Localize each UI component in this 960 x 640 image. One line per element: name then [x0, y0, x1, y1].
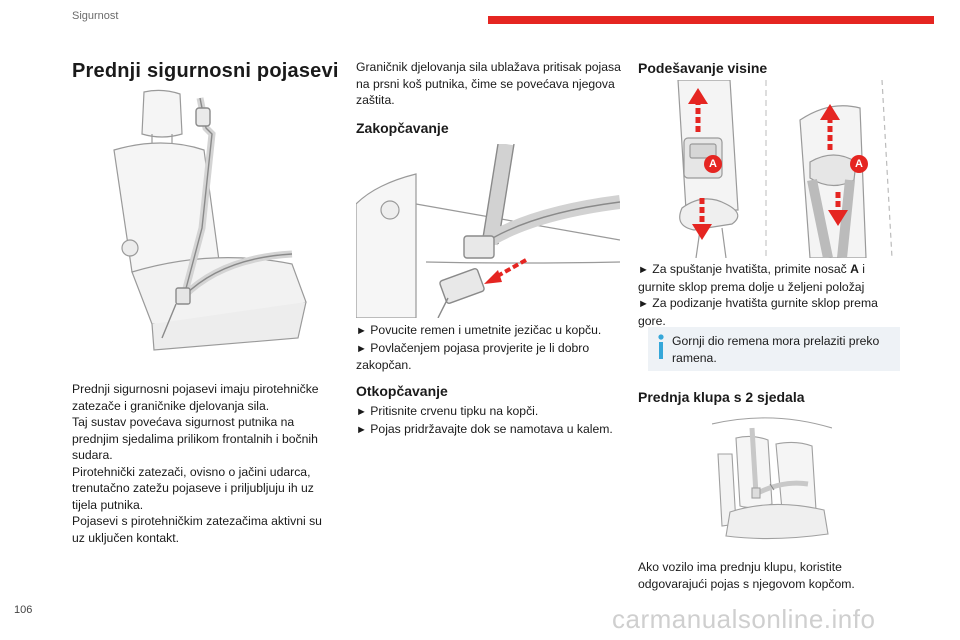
- heading-fastening: Zakopčavanje: [356, 120, 449, 136]
- fastening-step: ► Povlačenjem pojasa provjerite je li do…: [356, 340, 622, 374]
- col1-paragraph: Pirotehnički zatezači, ovisno o jačini u…: [72, 464, 314, 512]
- height-adjustment-illustration: [677, 80, 893, 258]
- step-text: Pojas pridržavajte dok se namotava u kal…: [370, 421, 613, 436]
- section-label: Sigurnost: [72, 10, 119, 22]
- step-arrow-icon: ►: [356, 406, 367, 418]
- info-icon: [658, 334, 664, 359]
- bench-body: Ako vozilo ima prednju klupu, koristite …: [638, 560, 855, 591]
- unfastening-step: ► Pojas pridržavajte dok se namotava u k…: [356, 421, 622, 439]
- marker-a-badge: A: [704, 155, 722, 173]
- heading-bench-seat: Prednja klupa s 2 sjedala: [638, 389, 805, 405]
- seat-belt-illustration: [113, 89, 307, 351]
- step-arrow-icon: ►: [356, 423, 367, 436]
- step-text: Pritisnite crvenu tipku na kopči.: [370, 404, 539, 418]
- marker-a-badge: A: [850, 155, 868, 173]
- height-step: ► Za podizanje hvatišta gurnite sklop pr…: [638, 295, 904, 329]
- info-text: Gornji dio remena mora prelaziti preko r…: [672, 334, 880, 365]
- page-number: 106: [14, 604, 33, 616]
- fastening-step: ► Povucite remen i umetnite jezičac u ko…: [356, 322, 622, 340]
- step-text: Za podizanje hvatišta gurnite sklop prem…: [638, 296, 878, 328]
- step-arrow-icon: ►: [638, 264, 649, 276]
- height-steps: ► Za spuštanje hvatišta, primite nosač A…: [638, 261, 904, 329]
- step-arrow-icon: ►: [356, 342, 367, 355]
- col1-paragraph: Taj sustav povećava sigurnost putnika na…: [72, 415, 318, 462]
- step-text-bold: A: [850, 262, 859, 276]
- page-title: Prednji sigurnosni pojasevi: [72, 60, 339, 82]
- col2-intro: Graničnik djelovanja sila ublažava priti…: [356, 60, 621, 107]
- fastening-steps: ► Povucite remen i umetnite jezičac u ko…: [356, 322, 622, 374]
- unfastening-steps: ► Pritisnite crvenu tipku na kopči. ► Po…: [356, 403, 622, 438]
- heading-height-adjustment: Podešavanje visine: [638, 60, 768, 76]
- step-text: i gurnite sklop prema dolje u željeni po…: [638, 262, 865, 294]
- step-text: Povucite remen i umetnite jezičac u kopč…: [370, 323, 602, 337]
- step-arrow-icon: ►: [356, 325, 367, 337]
- info-note: Gornji dio remena mora prelaziti preko r…: [648, 327, 900, 371]
- step-text: Povlačenjem pojasa provjerite je li dobr…: [356, 340, 590, 373]
- header-accent-bar: [488, 16, 934, 24]
- heading-unfastening: Otkopčavanje: [356, 383, 448, 399]
- step-arrow-icon: ►: [638, 298, 649, 310]
- col1-body: Prednji sigurnosni pojasevi imaju pirote…: [72, 381, 334, 546]
- height-step: ► Za spuštanje hvatišta, primite nosač A…: [638, 261, 904, 295]
- watermark: carmanualsonline.info: [612, 604, 876, 634]
- unfastening-step: ► Pritisnite crvenu tipku na kopči.: [356, 403, 622, 421]
- col1-paragraph: Pojasevi s pirotehničkim zatezačima akti…: [72, 514, 322, 545]
- bench-seat-illustration: [712, 417, 832, 540]
- buckle-illustration: [356, 144, 620, 318]
- col1-paragraph: Prednji sigurnosni pojasevi imaju pirote…: [72, 382, 319, 413]
- step-text: Za spuštanje hvatišta, primite nosač: [652, 262, 851, 276]
